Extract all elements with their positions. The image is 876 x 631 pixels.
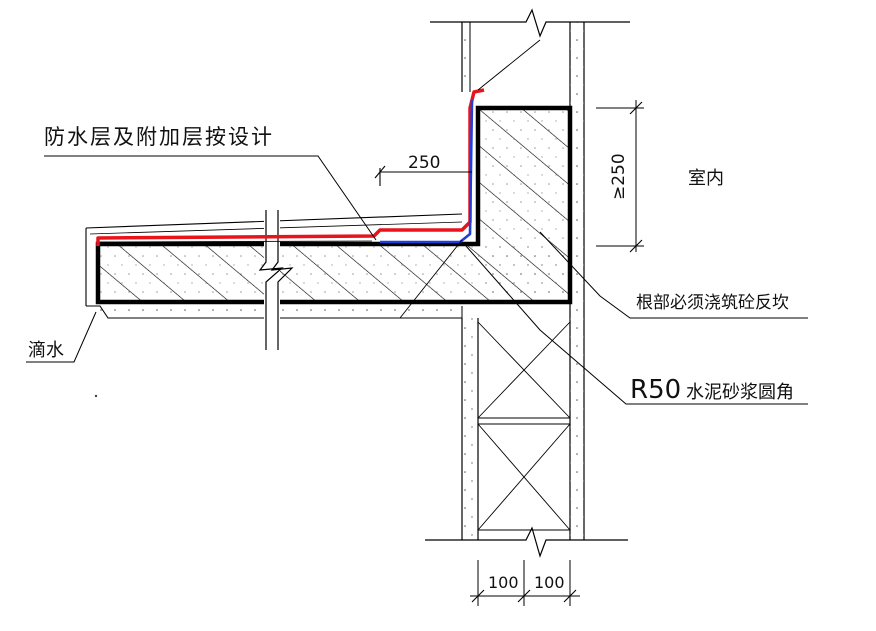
dim-250-horizontal-text: 250 [408, 153, 440, 173]
leader-lines [26, 39, 808, 405]
dimension-250-horizontal: 250 [374, 153, 472, 186]
wall-lower [425, 318, 628, 558]
dim-100-right-text: 100 [534, 573, 565, 592]
r50-label-suffix: 水泥砂浆圆角 [686, 382, 794, 403]
waterproof-note-label: 防水层及附加层按设计 [44, 125, 274, 149]
concrete-slab-curb [95, 105, 573, 305]
slab-break-symbol [258, 210, 294, 350]
waterproof-layers [96, 88, 485, 246]
dim-100-left-text: 100 [488, 573, 519, 592]
drip-label: 滴水 [28, 340, 64, 361]
dimension-100-bottom: 100 100 [470, 560, 580, 606]
indoor-label: 室内 [688, 168, 724, 189]
stray-dot [94, 394, 98, 398]
dimension-250-vertical: ≥250 [596, 100, 644, 253]
root-note-label: 根部必须浇筑砼反坎 [636, 293, 789, 313]
dim-250-vertical-text: ≥250 [609, 153, 629, 200]
r50-label-prefix: R50 [630, 375, 681, 405]
